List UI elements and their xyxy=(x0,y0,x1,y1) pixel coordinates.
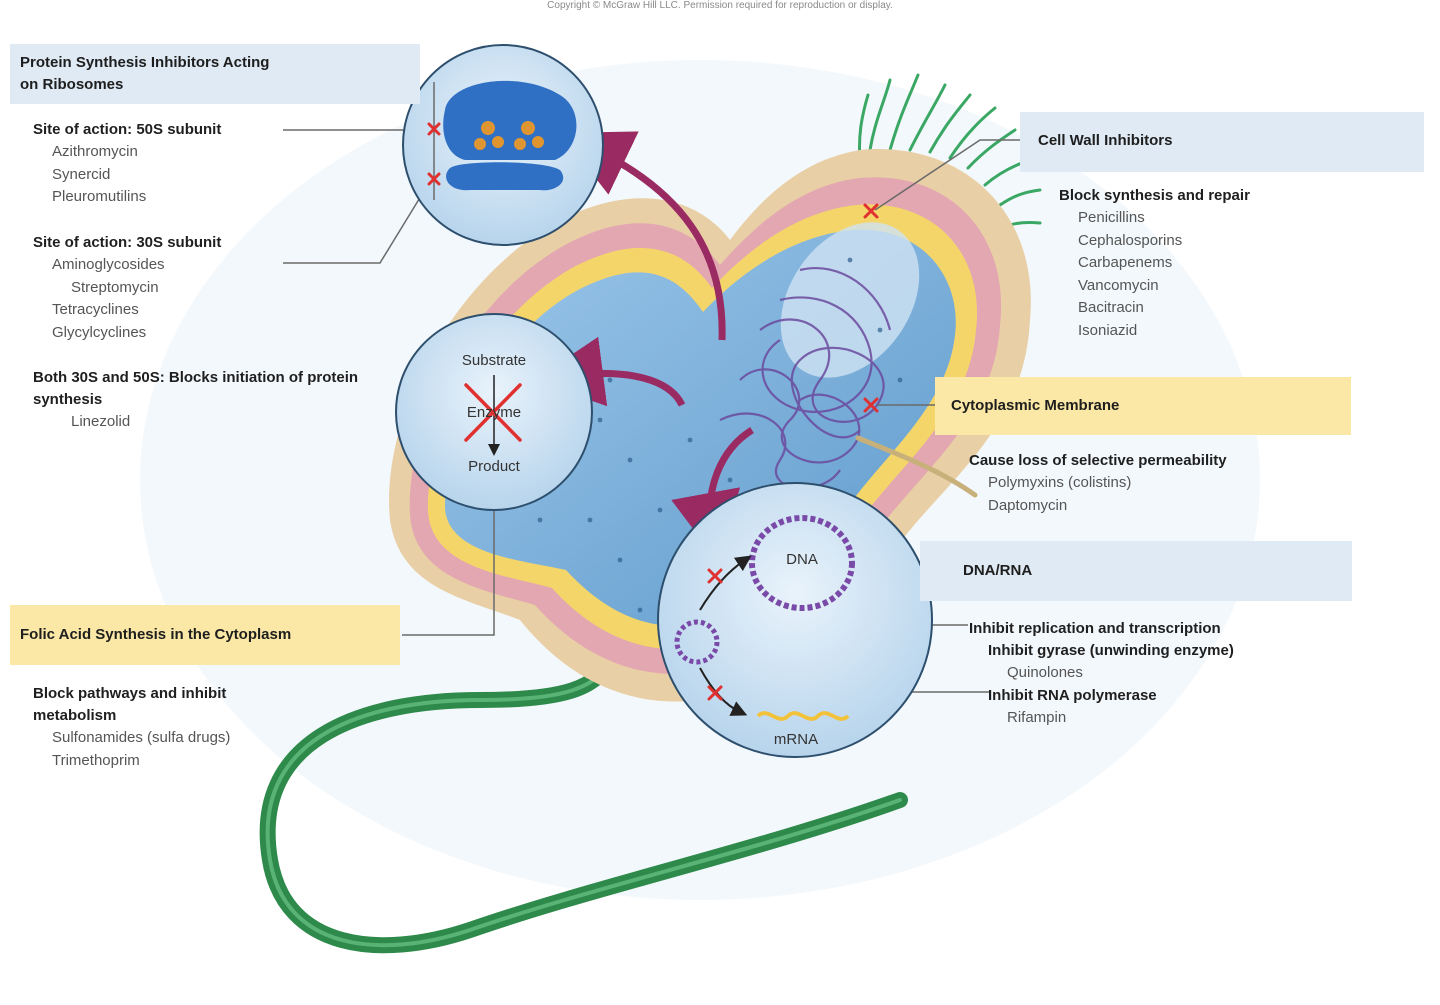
both-subunits-block: Both 30S and 50S: Blocks initiation of p… xyxy=(33,367,363,434)
substrate-label: Substrate xyxy=(461,352,527,369)
dna-title: DNA/RNA xyxy=(963,562,1033,579)
mrna-label: mRNA xyxy=(773,731,819,748)
membrane-probe xyxy=(855,435,978,498)
chromosome-ring xyxy=(749,515,855,611)
drug-item: Trimethoprim xyxy=(52,751,140,769)
drug-item: Rifampin xyxy=(1007,708,1067,726)
copyright-notice: Copyright © McGraw Hill LLC. Permission … xyxy=(547,0,893,11)
drug-item: Glycylcyclines xyxy=(52,323,147,341)
site-30s-drug-list: Aminoglycosides Streptomycin Tetracyclin… xyxy=(33,254,333,344)
dna-label: DNA xyxy=(786,551,818,568)
dna-sub: Inhibit replication and transcription xyxy=(969,620,1221,637)
site-30s-label: Site of action: 30S subunit xyxy=(33,234,222,251)
drug-item: Azithromycin xyxy=(52,143,138,160)
drug-item: Bacitracin xyxy=(1078,299,1144,316)
membrane-title: Cytoplasmic Membrane xyxy=(951,397,1120,414)
drug-item: Linezolid xyxy=(71,413,131,430)
site-50s-drug-list: Azithromycin Synercid Pleuromutilins xyxy=(33,141,333,209)
dna-band xyxy=(920,541,1352,601)
replication-arrow xyxy=(699,555,752,611)
folic-drug-list: Sulfonamides (sulfa drugs) Trimethoprim xyxy=(33,727,303,772)
folic-block: Block pathways and inhibit metabolism Su… xyxy=(33,683,303,772)
drug-item: Pleuromutilins xyxy=(52,188,147,205)
enzyme-circle xyxy=(395,313,593,511)
drug-item: Quinolones xyxy=(1007,664,1083,681)
gyrase-label: Inhibit gyrase (unwinding enzyme) xyxy=(988,642,1234,659)
dna-circle xyxy=(657,482,933,758)
cell-wall-sub: Block synthesis and repair xyxy=(1059,187,1250,204)
inhibit-marks-cell xyxy=(863,203,879,413)
drug-item: Isoniazid xyxy=(1078,321,1138,339)
drug-item: Sulfonamides (sulfa drugs) xyxy=(52,729,231,746)
membrane-drug-list: Polymyxins (colistins) Daptomycin xyxy=(969,472,1369,517)
drug-item: Tetracyclines xyxy=(52,301,139,318)
drug-item: Penicillins xyxy=(1078,209,1145,226)
both-drug-list: Linezolid xyxy=(33,411,363,434)
both-subunits-label: Both 30S and 50S: Blocks initiation of p… xyxy=(33,369,359,408)
site-50s-label: Site of action: 50S subunit xyxy=(33,121,222,138)
cell-wall-block: Block synthesis and repair Penicillins C… xyxy=(1059,185,1419,342)
protein-band xyxy=(10,44,420,104)
flagellum-highlight xyxy=(265,653,902,948)
arrow-to-ribosome xyxy=(560,131,726,341)
drug-item: Daptomycin xyxy=(988,496,1068,514)
product-label: Product xyxy=(468,458,520,475)
drug-item: Carbapenems xyxy=(1078,254,1173,271)
cut-face xyxy=(780,222,920,378)
membrane-block: Cause loss of selective permeability Pol… xyxy=(969,450,1369,517)
rnapol-drug-list: Rifampin xyxy=(969,707,1369,730)
drug-item: Cephalosporins xyxy=(1078,231,1183,249)
folic-title: Folic Acid Synthesis in the Cytoplasm xyxy=(20,626,292,643)
mrna-strand xyxy=(756,711,850,721)
folic-sub: Block pathways and inhibit metabolism xyxy=(33,685,227,724)
site-50s-block: Site of action: 50S subunit Azithromycin… xyxy=(33,119,333,209)
dna-block: Inhibit replication and transcription In… xyxy=(969,618,1369,729)
plasmid-ring xyxy=(674,619,720,665)
nucleoid xyxy=(719,267,892,490)
drug-item: Aminoglycosides xyxy=(52,256,165,273)
drug-item: Vancomycin xyxy=(1078,276,1159,294)
gyrase-drug-list: Quinolones xyxy=(969,662,1369,685)
cell-wall-title: Cell Wall Inhibitors xyxy=(1038,132,1173,149)
ribosome-circle xyxy=(402,44,604,246)
membrane-band xyxy=(935,377,1351,435)
protein-title: Protein Synthesis Inhibitors Acting on R… xyxy=(20,54,270,93)
arrow-to-enzyme xyxy=(533,336,686,407)
cell-wall-band xyxy=(1020,112,1424,172)
folic-band xyxy=(10,605,400,665)
drug-item: Synercid xyxy=(52,165,111,183)
membrane-sub: Cause loss of selective permeability xyxy=(969,452,1227,469)
rnapol-label: Inhibit RNA polymerase xyxy=(988,686,1157,704)
site-30s-block: Site of action: 30S subunit Aminoglycosi… xyxy=(33,232,333,344)
drug-item: Polymyxins (colistins) xyxy=(988,474,1132,491)
small-subunit xyxy=(446,162,564,191)
drug-item: Streptomycin xyxy=(71,278,159,296)
trna xyxy=(474,121,544,150)
enzyme-label: Enzyme xyxy=(466,404,522,421)
cell-wall-drug-list: Penicillins Cephalosporins Carbapenems V… xyxy=(1059,207,1419,342)
